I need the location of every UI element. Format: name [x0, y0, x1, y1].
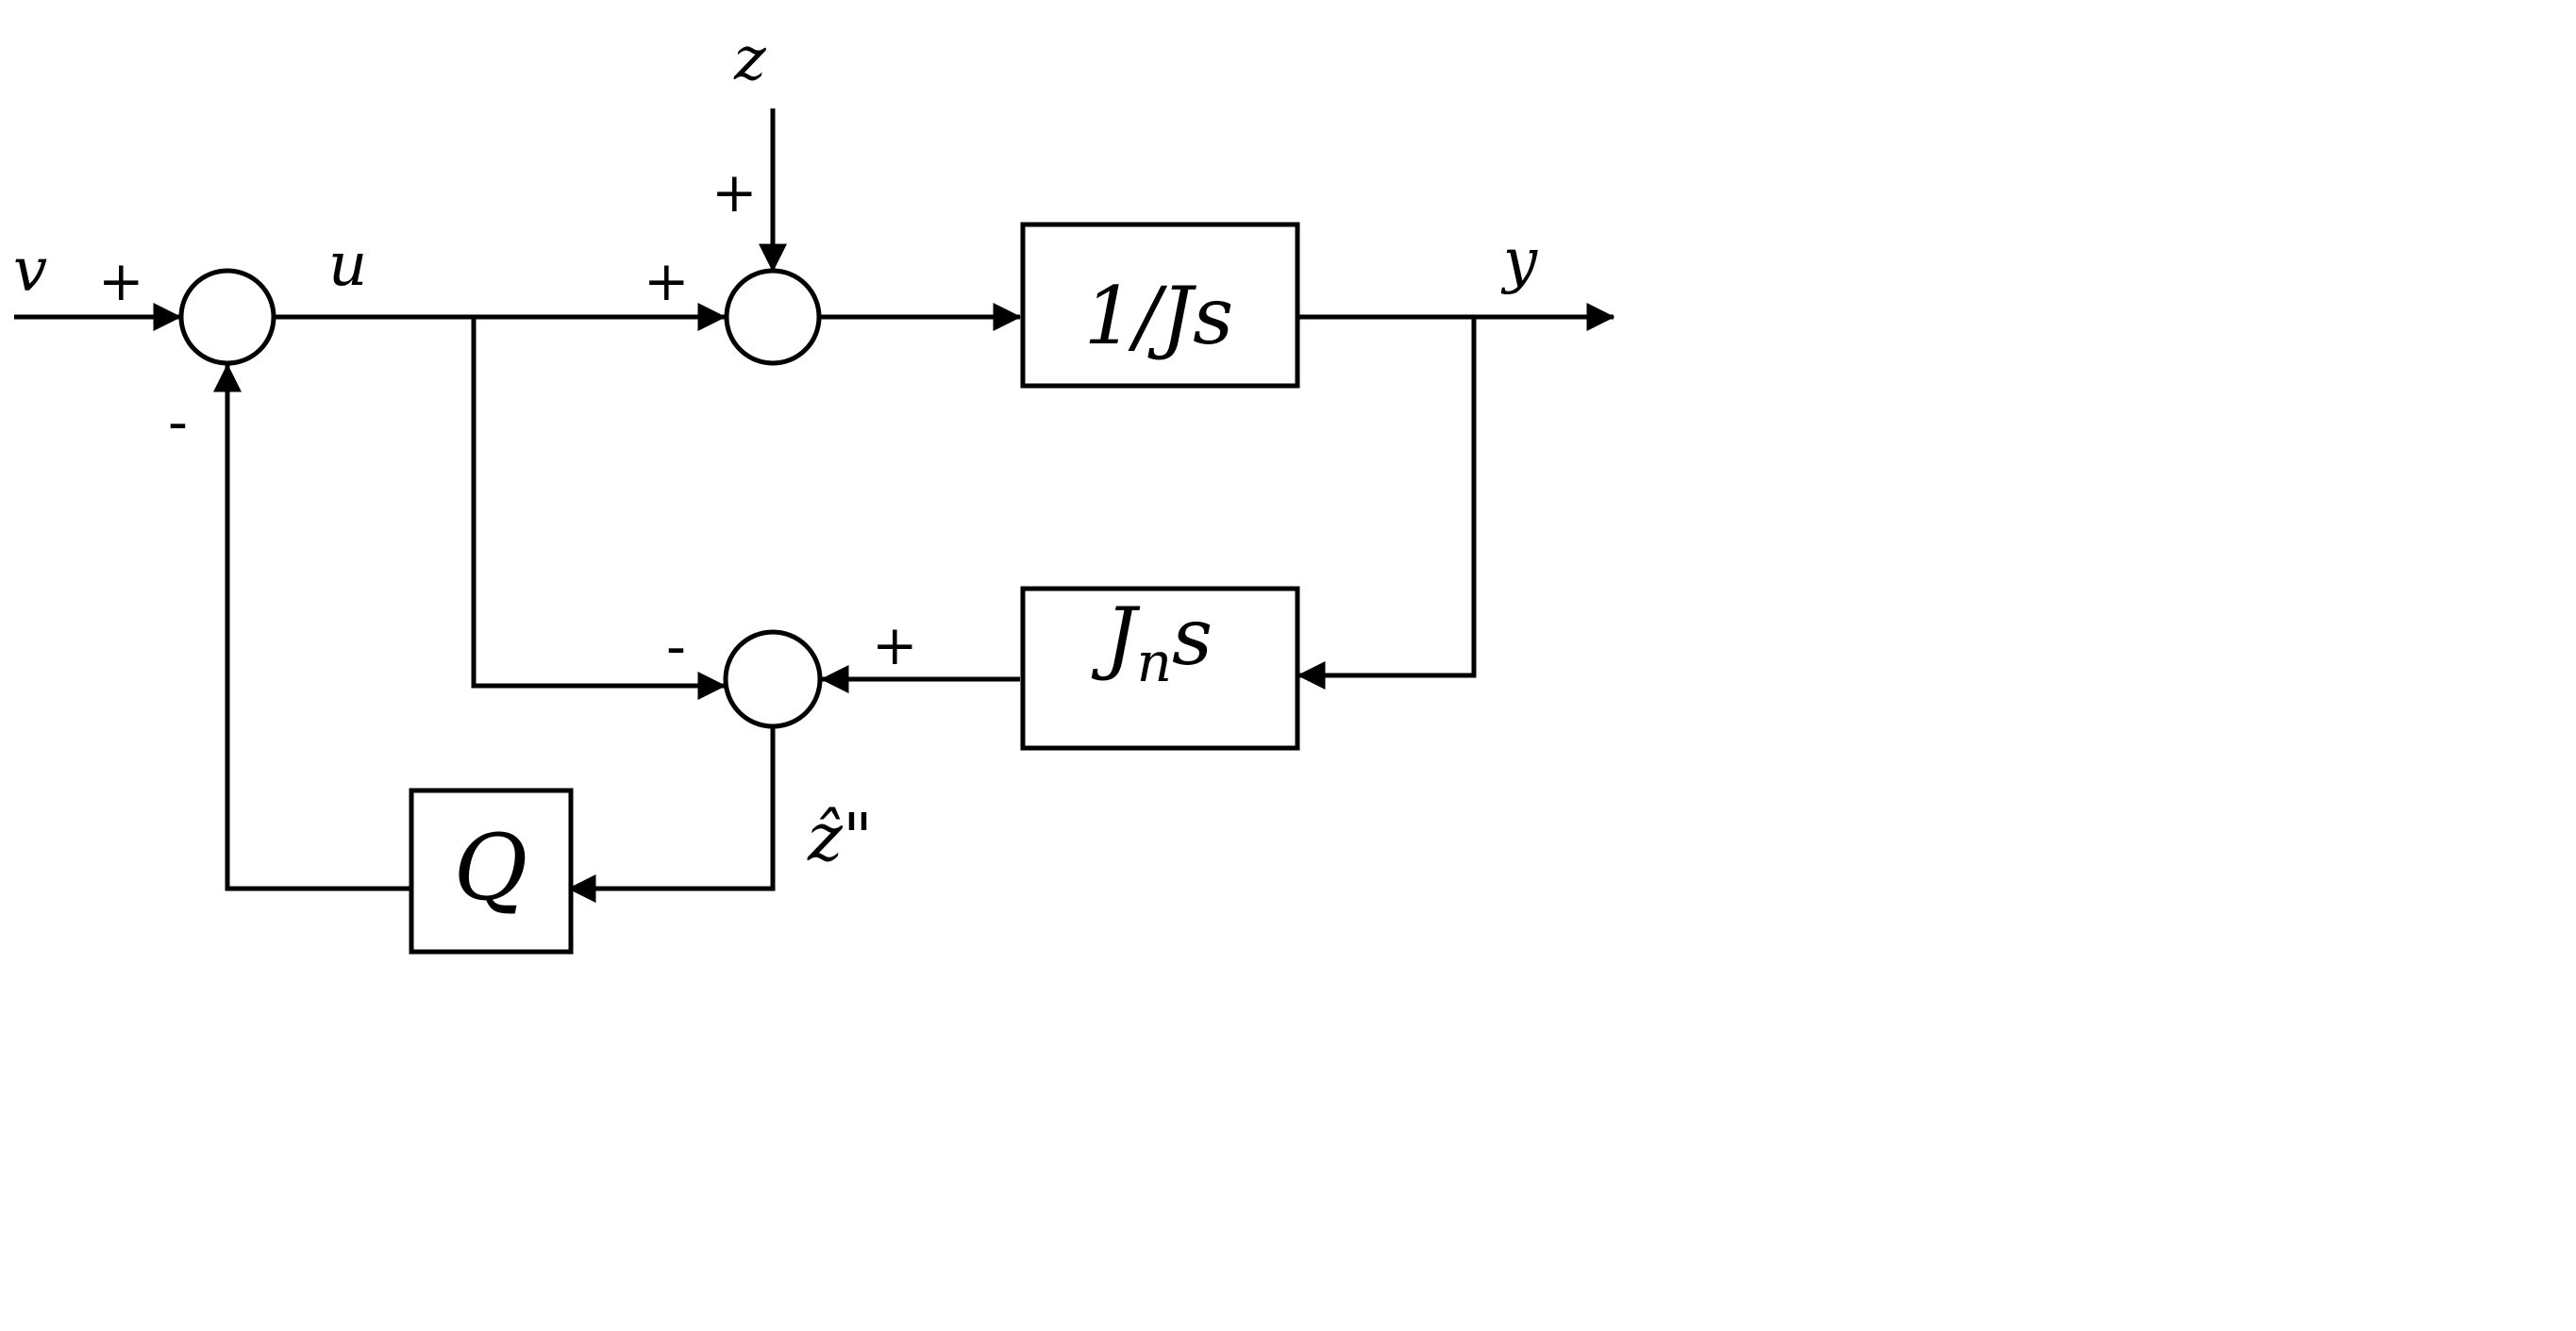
sum-junction-3: [723, 629, 823, 729]
sum1-plus-sign: +: [98, 249, 144, 313]
sum2-left-plus-sign: +: [644, 249, 690, 313]
q-filter-block-label: Q: [454, 815, 528, 921]
signal-u-label: u: [328, 230, 367, 300]
zhat-wire: [567, 726, 776, 903]
nominal-block-label-sub: n: [1137, 630, 1172, 694]
sum1-minus-sign: -: [168, 387, 188, 456]
signal-y-label: y: [1500, 226, 1538, 296]
q-feedback-wire: [213, 363, 410, 891]
plant-block-label: 1/Js: [1084, 270, 1234, 362]
y-feedback-wire: [1296, 317, 1477, 690]
sum2-top-plus-sign: +: [711, 160, 758, 225]
signal-z-label: z: [733, 25, 767, 94]
signal-v-label: v: [13, 236, 47, 306]
sum-junction-1: [178, 268, 276, 366]
sum3-right-plus-sign: +: [872, 613, 918, 677]
sum-junction-2: [724, 268, 822, 366]
signal-zhat-label: ẑ": [807, 799, 873, 876]
nominal-block-label: Jns: [1091, 591, 1213, 694]
plant-block: [1020, 222, 1300, 389]
q-filter-block: [409, 788, 574, 955]
nominal-block: [1020, 586, 1300, 751]
nominal-block-label-tail: s: [1172, 591, 1213, 683]
sum3-left-minus-sign: -: [666, 611, 686, 680]
u-branch-wire: [471, 317, 727, 700]
